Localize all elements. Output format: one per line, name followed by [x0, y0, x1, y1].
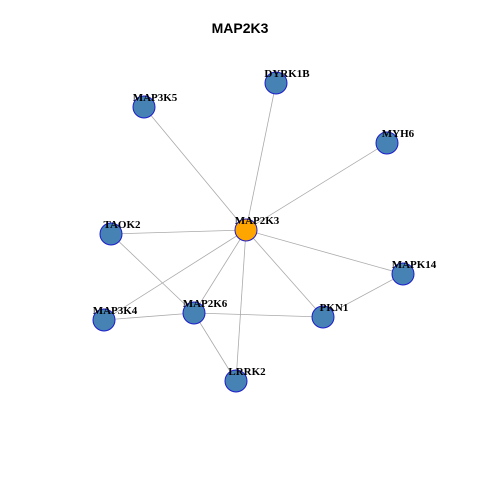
edge-map2k3-myh6	[245, 142, 388, 231]
edge-map2k3-map3k4	[103, 229, 247, 321]
edge-map2k3-lrrk2	[235, 229, 247, 382]
edge-map2k3-mapk14	[245, 229, 404, 275]
node-label-map3k5: MAP3K5	[133, 92, 178, 104]
edge-layer	[103, 82, 404, 382]
edge-taok2-map2k6	[110, 233, 195, 314]
node-map2k6	[182, 301, 206, 325]
node-pkn1	[311, 305, 335, 329]
node-label-myh6: MYH6	[382, 128, 415, 140]
edge-map2k3-pkn1	[245, 229, 324, 318]
graph-title: MAP2K3	[211, 20, 269, 36]
edge-map2k3-taok2	[110, 229, 247, 235]
node-label-mapk14: MAPK14	[392, 259, 437, 271]
node-mapk14	[391, 262, 415, 286]
edge-map2k3-map2k6	[193, 229, 247, 314]
edge-map2k3-map3k5	[143, 106, 247, 231]
node-map3k4	[92, 308, 116, 332]
edge-map2k3-dyrk1b	[245, 82, 277, 231]
node-map3k5	[132, 95, 156, 119]
edge-map2k6-pkn1	[193, 312, 324, 318]
node-dyrk1b	[264, 71, 288, 95]
node-myh6	[375, 131, 399, 155]
node-map2k3	[234, 218, 258, 242]
node-label-map2k3: MAP2K3	[235, 215, 280, 227]
node-label-map2k6: MAP2K6	[183, 298, 228, 310]
edge-pkn1-mapk14	[322, 273, 404, 318]
node-layer	[92, 71, 415, 393]
node-label-dyrk1b: DYRK1B	[264, 68, 310, 80]
edge-map3k4-map2k6	[103, 312, 195, 321]
node-taok2	[99, 222, 123, 246]
node-label-pkn1: PKN1	[320, 302, 349, 314]
node-lrrk2	[224, 369, 248, 393]
node-label-taok2: TAOK2	[103, 219, 141, 231]
node-label-lrrk2: LRRK2	[228, 366, 266, 378]
edge-map2k6-lrrk2	[193, 312, 237, 382]
node-label-map3k4: MAP3K4	[93, 305, 138, 317]
